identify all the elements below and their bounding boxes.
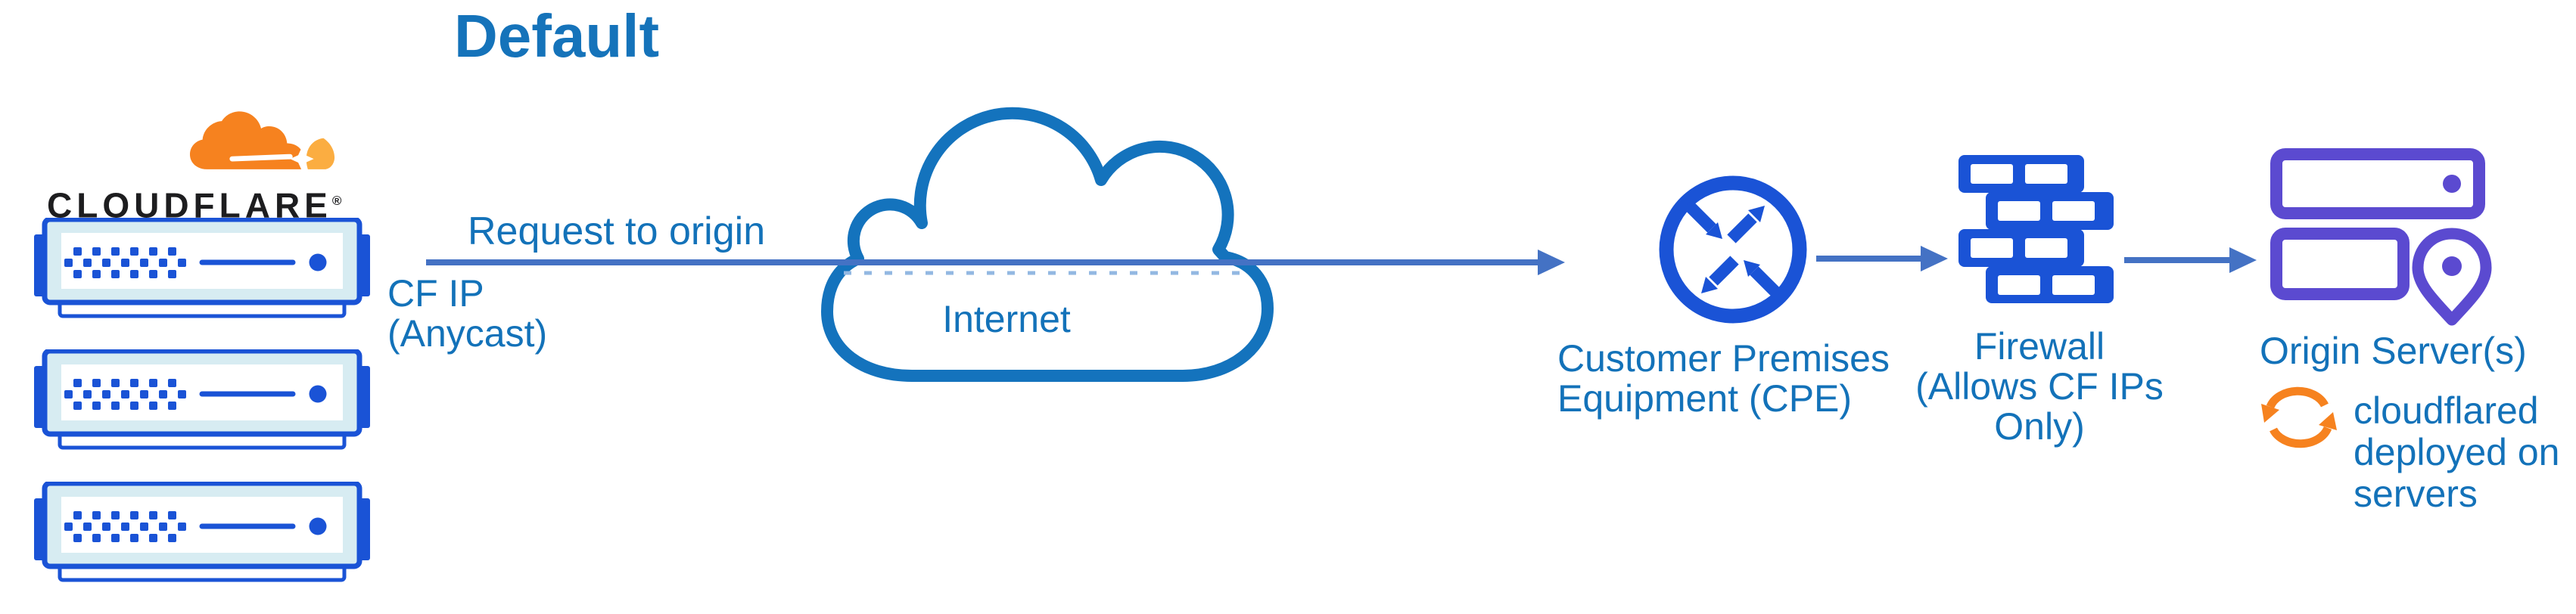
cf-ip-anycast-label: CF IP (Anycast): [387, 274, 547, 354]
sync-arrows-icon: [2254, 383, 2344, 455]
cf-ip-line: CF IP: [387, 272, 484, 315]
anycast-line: (Anycast): [387, 312, 548, 355]
server-rack-icon: [34, 349, 370, 451]
cpe-label-line2: Equipment (CPE): [1557, 377, 1853, 420]
cloudflared-line3: servers: [2354, 473, 2478, 515]
cpe-label: Customer Premises Equipment (CPE): [1557, 339, 1890, 419]
firewall-label: Firewall (Allows CF IPs Only): [1865, 327, 2214, 447]
origin-servers-label: Origin Server(s): [2260, 330, 2527, 372]
server-rack-icon: [34, 218, 370, 319]
server-location-pin-icon: [2269, 148, 2496, 330]
firewall-label-line2: (Allows CF IPs Only): [1915, 365, 2164, 448]
router-arrows-icon: [1657, 174, 1809, 325]
cloudflare-wordmark: CLOUDFLARE®: [47, 184, 341, 222]
cloudflared-line1: cloudflared: [2354, 389, 2539, 432]
cloudflare-wordmark-text: CLOUDFLARE: [47, 185, 332, 225]
diagram-title: Default: [454, 2, 660, 70]
cloudflared-label: cloudflared deployed on servers: [2354, 390, 2559, 515]
internet-label: Internet: [942, 298, 1071, 340]
cloud-icon: [821, 106, 1275, 392]
cpe-label-line1: Customer Premises: [1557, 337, 1890, 380]
registered-mark: ®: [331, 194, 342, 208]
server-rack-icon: [34, 482, 370, 583]
brick-wall-icon: [1958, 155, 2114, 303]
request-to-origin-label: Request to origin: [468, 209, 766, 253]
cloudflare-cloud-icon: [189, 110, 338, 181]
cloudflared-line2: deployed on: [2354, 431, 2560, 473]
firewall-label-line1: Firewall: [1974, 325, 2105, 367]
